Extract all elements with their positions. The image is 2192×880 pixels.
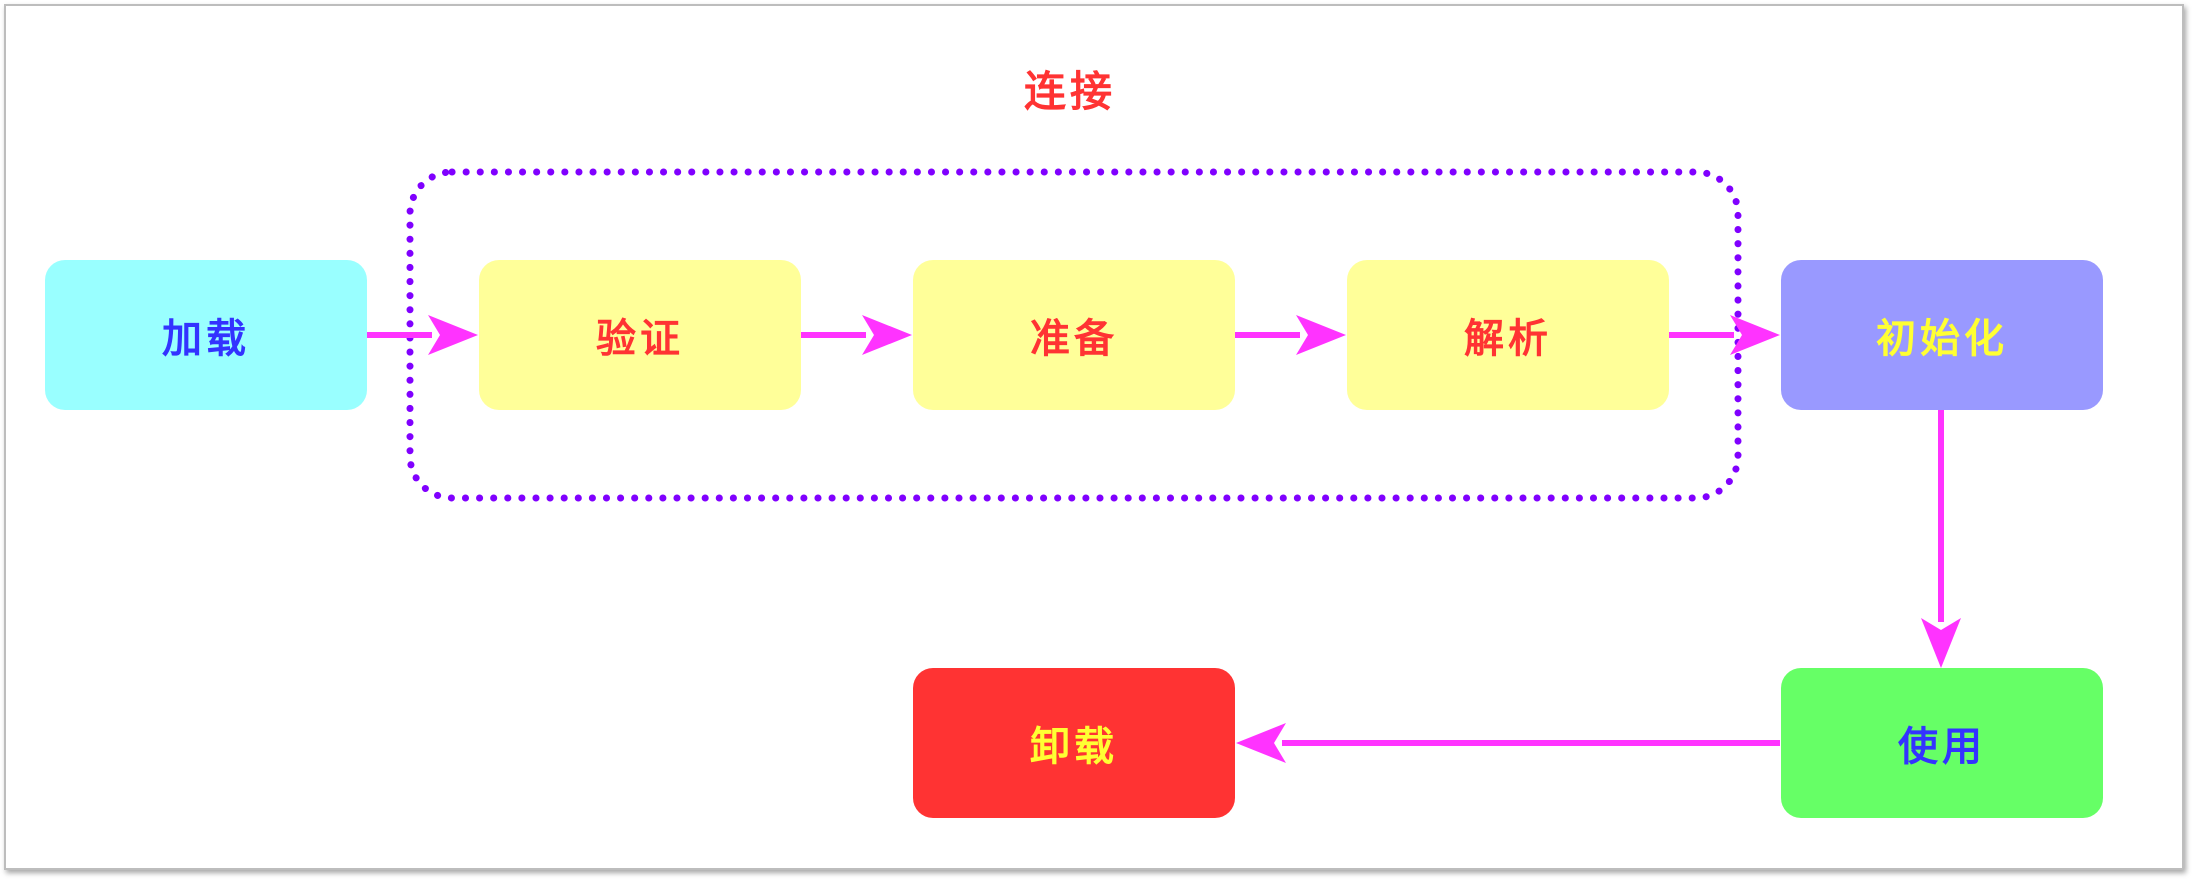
edge-load-to-verify-arrowhead [428, 315, 478, 355]
load-node-label: 加载 [162, 315, 250, 362]
edge-prepare-to-resolve-arrowhead [1296, 315, 1346, 355]
verify-node: 验证 [479, 260, 801, 410]
edge-use-to-unload-arrowhead [1236, 723, 1286, 763]
edge-group [367, 315, 1961, 763]
edge-initialize-to-use-arrowhead [1921, 618, 1961, 668]
prepare-node-label: 准备 [1030, 315, 1118, 362]
unload-node: 卸载 [913, 668, 1235, 818]
initialize-node: 初始化 [1781, 260, 2103, 410]
edge-verify-to-prepare-arrowhead [862, 315, 912, 355]
link-phase-group-label: 连接 [1023, 67, 1116, 116]
resolve-node: 解析 [1347, 260, 1669, 410]
unload-node-label: 卸载 [1030, 723, 1118, 770]
verify-node-label: 验证 [596, 315, 684, 362]
prepare-node: 准备 [913, 260, 1235, 410]
use-node-label: 使用 [1898, 723, 1986, 770]
edge-resolve-to-initialize-arrowhead [1730, 315, 1780, 355]
load-node: 加载 [45, 260, 367, 410]
use-node: 使用 [1781, 668, 2103, 818]
initialize-node-label: 初始化 [1876, 315, 2008, 362]
resolve-node-label: 解析 [1464, 315, 1552, 362]
